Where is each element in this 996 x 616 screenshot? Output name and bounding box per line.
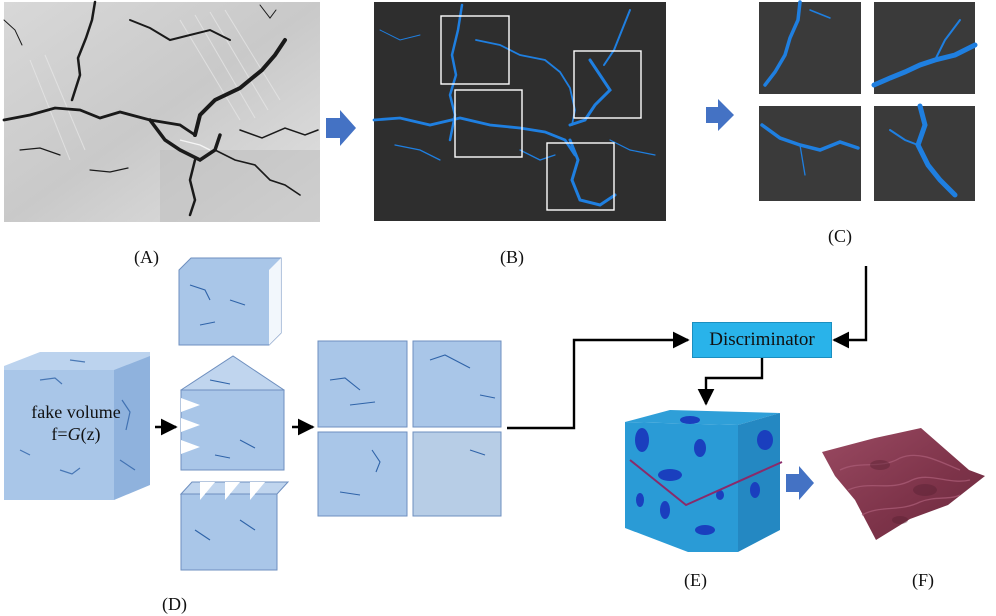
slice-cube-bottom xyxy=(179,481,290,571)
patch-3 xyxy=(759,106,861,201)
arrow-a-to-b xyxy=(326,110,356,146)
arrow-e-to-f xyxy=(786,466,814,500)
panel-a-image xyxy=(2,0,320,222)
panel-d-fake-volume-cube xyxy=(4,352,150,500)
arrow-discriminator-to-volume xyxy=(697,357,764,406)
panel-label-e: (E) xyxy=(684,570,707,590)
patch-1 xyxy=(759,2,861,94)
panel-label-f: (F) xyxy=(912,570,934,590)
arrow-b-to-c xyxy=(706,99,734,131)
selection-box-1 xyxy=(440,15,510,85)
panel-e-volume xyxy=(625,410,783,552)
selection-box-2 xyxy=(573,50,642,119)
formula-generator: G xyxy=(67,424,81,444)
panel-label-c: (C) xyxy=(828,226,852,246)
panel-b-image xyxy=(372,2,666,221)
fake-volume-formula: f=G(z) xyxy=(22,424,130,445)
discriminator-label: Discriminator xyxy=(709,329,815,350)
projected-2d-views xyxy=(317,340,502,517)
formula-suffix: (z) xyxy=(80,424,101,444)
arrow-patches-to-discriminator xyxy=(832,266,868,349)
fake-volume-label: fake volume xyxy=(31,402,121,422)
slice-cube-top xyxy=(178,257,282,346)
arrow-views-to-discriminator xyxy=(507,331,690,430)
formula-prefix: f= xyxy=(51,424,68,444)
discriminator-box: Discriminator xyxy=(692,322,832,358)
panel-c-patches xyxy=(759,0,978,201)
selection-box-3 xyxy=(454,89,523,158)
panel-label-d: (D) xyxy=(162,594,187,614)
panel-label-b: (B) xyxy=(500,247,524,267)
selection-box-4 xyxy=(546,142,615,211)
panel-f-surface xyxy=(822,428,985,540)
panel-label-a: (A) xyxy=(134,247,159,267)
slice-cube-middle xyxy=(180,355,285,471)
